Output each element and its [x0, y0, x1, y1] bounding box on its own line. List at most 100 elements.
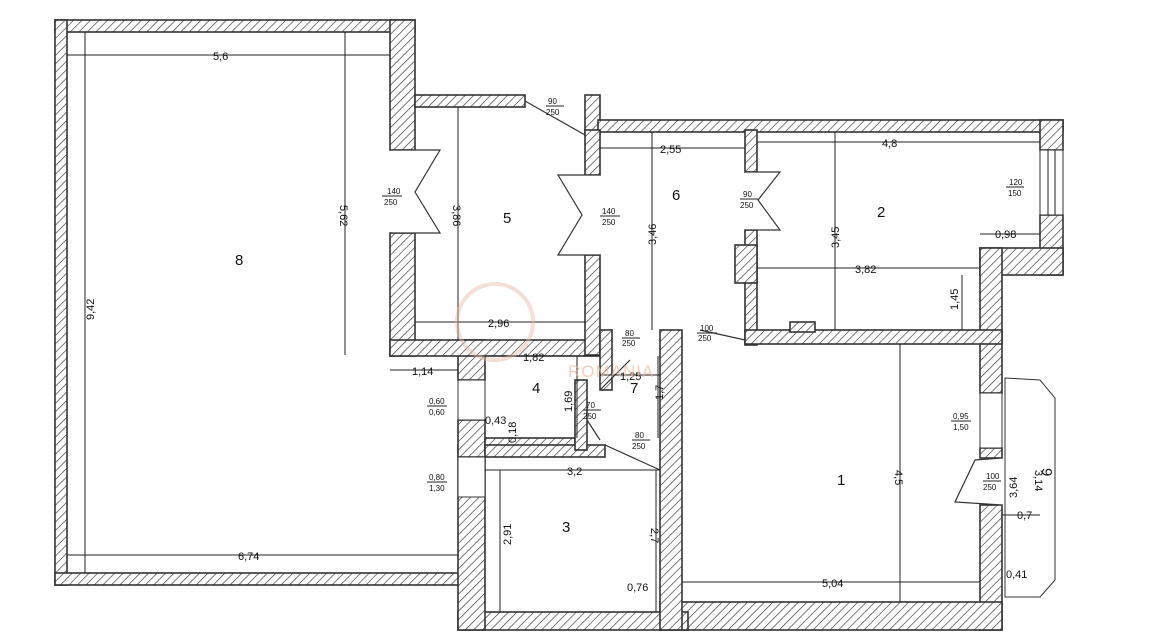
room-label-9: 9 [1038, 468, 1055, 476]
wall-8-right-top [389, 19, 416, 151]
room-label-5: 5 [503, 210, 511, 227]
op-b: 150 [1008, 189, 1022, 198]
dim-3-2: 3,2 [567, 466, 582, 478]
dim-0-7: 0,7 [1017, 510, 1032, 522]
wall-1-right-mid [979, 447, 1003, 459]
dim-0-76: 0,76 [627, 582, 648, 594]
opening-080-130: 0,80 1,30 [427, 473, 447, 493]
wall-4-left-b [457, 419, 486, 458]
dim-3-82: 3,82 [855, 264, 876, 276]
openings-graphics [392, 100, 1064, 598]
wall-8-right-mid [389, 232, 416, 357]
dim-5-6: 5,6 [213, 51, 228, 63]
opening-80-250-7: 80 250 [622, 329, 640, 348]
wall-2-bottom [744, 329, 1003, 345]
wall-5-left-bottom [389, 339, 601, 357]
op-b: 250 [546, 108, 560, 117]
wall-7-left-b [574, 379, 588, 451]
door-7-b [604, 444, 661, 471]
room-label-2: 2 [877, 204, 885, 221]
door-8-5 [392, 149, 442, 234]
opening-120-150: 120 150 [1006, 178, 1024, 198]
window-room-1 [979, 392, 1003, 449]
dimension-labels: 5,6 9,42 5,62 6,74 3,86 2,96 2,55 3,46 4… [85, 51, 1044, 594]
wall-1-bottom [659, 601, 1003, 631]
dim-1-7: 1,7 [654, 385, 666, 400]
room-label-4: 4 [532, 380, 540, 397]
opening-140-250-5-6: 140 250 [600, 207, 620, 227]
op-b: 250 [622, 339, 636, 348]
wall-1-right-top [979, 247, 1003, 394]
wall-5-right-b [584, 254, 601, 356]
op-b: 1,50 [953, 423, 969, 432]
dim-3-46: 3,46 [647, 224, 659, 245]
opening-80-250-3: 80 250 [632, 431, 650, 451]
dim-2-55: 2,55 [660, 144, 681, 156]
door-1-9 [954, 457, 1003, 506]
watermark: ROMANIA [455, 282, 654, 381]
opening-90-250-6-2: 90 250 [740, 190, 758, 210]
room-label-8: 8 [235, 252, 243, 269]
room-label-3: 3 [562, 519, 570, 536]
opening-095-150: 0,95 1,50 [951, 412, 971, 432]
dim-1-25: 1,25 [620, 371, 641, 383]
op-a: 80 [635, 431, 644, 440]
wall-6-right-nub [734, 244, 758, 284]
dim-2-96: 2,96 [488, 318, 509, 330]
wall-3-bottom [457, 611, 689, 631]
op-b: 250 [583, 412, 597, 421]
op-b: 1,30 [429, 484, 445, 493]
wall-8-top [54, 19, 416, 33]
dim-5-04: 5,04 [822, 578, 843, 590]
dim-9-42: 9,42 [85, 299, 97, 320]
op-a: 140 [602, 207, 616, 216]
op-b: 0,60 [429, 408, 445, 417]
window-room-4 [457, 379, 486, 421]
op-a: 90 [548, 97, 557, 106]
dim-0-41: 0,41 [1006, 569, 1027, 581]
room-label-7: 7 [630, 380, 638, 397]
walls [54, 19, 1064, 631]
wall-8-bottom [54, 572, 461, 586]
wall-2-bottom-nub [789, 321, 816, 333]
op-a: 0,95 [953, 412, 969, 421]
op-a: 120 [1009, 178, 1023, 187]
op-a: 90 [743, 190, 752, 199]
dim-3-86: 3,86 [450, 205, 462, 226]
dim-1-14: 1,14 [412, 366, 433, 378]
balcony-9 [1004, 377, 1056, 598]
dim-4-8: 4,8 [882, 138, 897, 150]
opening-060-060: 0,60 0,60 [427, 397, 447, 417]
wall-5-right [584, 129, 601, 176]
dim-0-43: 0,43 [485, 415, 506, 427]
wall-6-2-top [597, 119, 1064, 133]
op-a: 140 [387, 187, 401, 196]
wall-7-left [599, 329, 613, 391]
wall-2-right-top [1039, 119, 1064, 151]
room-label-6: 6 [672, 187, 680, 204]
door-6-1 [699, 329, 746, 341]
window-room-2 [1039, 149, 1064, 216]
opening-100-250-9: 100 250 [983, 472, 1001, 492]
dim-2-91: 2,91 [502, 524, 514, 545]
op-a: 70 [586, 401, 595, 410]
opening-labels: 90 250 140 250 140 250 90 250 120 150 80… [382, 97, 1024, 493]
dim-0-98: 0,98 [995, 229, 1016, 241]
op-a: 100 [986, 472, 1000, 481]
watermark-text: ROMANIA [568, 362, 654, 381]
dim-5-62: 5,62 [337, 205, 349, 226]
door-5-6 [556, 174, 600, 256]
watermark-logo [455, 282, 535, 362]
wall-8-left [54, 19, 68, 586]
op-a: 80 [625, 329, 634, 338]
dim-3-64: 3,64 [1008, 477, 1020, 498]
dim-6-74: 6,74 [238, 551, 259, 563]
dim-3-14: 3,14 [1032, 470, 1044, 491]
room-labels: 8 5 6 2 4 7 3 1 9 [235, 187, 1055, 536]
dim-1-69: 1,69 [563, 391, 575, 412]
op-b: 250 [698, 334, 712, 343]
wall-6-right-top [744, 129, 758, 173]
op-a: 0,80 [429, 473, 445, 482]
opening-90-250-top: 90 250 [546, 97, 564, 117]
